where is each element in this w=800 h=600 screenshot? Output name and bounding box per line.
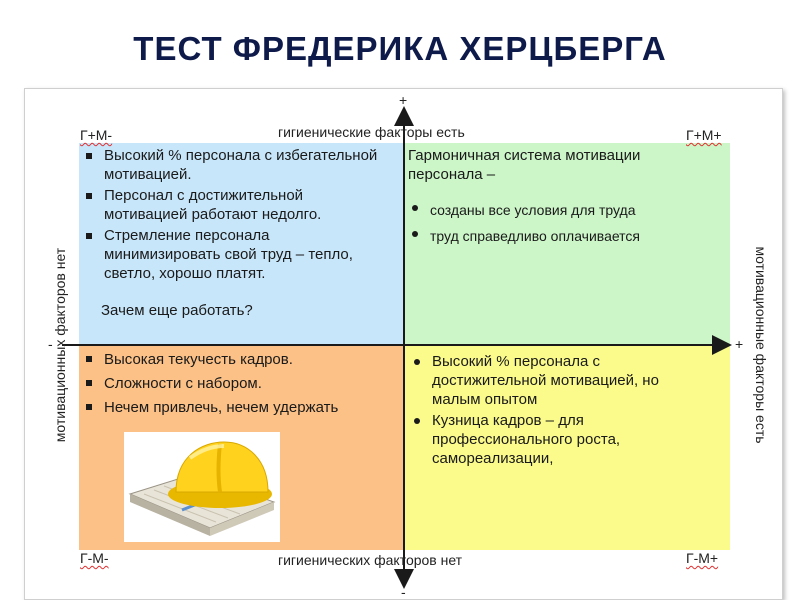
quadrant-top-right-heading: Гармоничная система мотивации персонала … <box>408 147 641 183</box>
list-item: созданы все условия для труда <box>408 198 718 222</box>
hard-hat-illustration <box>124 432 280 542</box>
page-title: ТЕСТ ФРЕДЕРИКА ХЕРЦБЕРГА <box>133 30 667 67</box>
right-axis-label: мотивационные факторы есть <box>753 246 769 444</box>
list-item: Сложности с набором. <box>82 373 402 395</box>
minus-bottom-sign: - <box>401 584 406 600</box>
quadrant-top-left-list: Высокий % персонала с избегательной моти… <box>82 146 382 285</box>
corner-label-top-right: Г+М+ <box>686 127 722 143</box>
minus-left-sign: - <box>48 336 53 352</box>
corner-label-bottom-right: Г-М+ <box>686 550 719 566</box>
plus-top-sign: + <box>399 92 408 108</box>
quadrant-top-left <box>79 143 404 345</box>
bottom-axis-label: гигиенических факторов нет <box>278 552 463 568</box>
list-item: Высокий % персонала с избегательной моти… <box>82 146 382 184</box>
quadrant-top-left-note: Зачем еще работать? <box>101 302 253 319</box>
hard-hat-icon <box>168 441 272 508</box>
corner-label-bottom-left: Г-М- <box>80 550 109 566</box>
plus-right-sign: + <box>735 336 744 352</box>
list-item: Высокий % персонала с достижительной мот… <box>410 352 700 409</box>
list-item: Персонал с достижительной мотивацией раб… <box>82 186 382 224</box>
quadrant-top-right-list: созданы все условия для труда труд справ… <box>408 198 718 250</box>
list-item: Высокая текучесть кадров. <box>82 349 402 371</box>
quadrant-bottom-left-list: Высокая текучесть кадров. Сложности с на… <box>82 349 402 421</box>
quadrant-bottom-right <box>404 345 730 550</box>
list-item: труд справедливо оплачивается <box>408 224 718 248</box>
list-item: Стремление персонала минимизировать свой… <box>82 226 382 283</box>
quadrant-bottom-right-list: Высокий % персонала с достижительной мот… <box>410 352 700 470</box>
list-item: Кузница кадров – для профессионального р… <box>410 411 700 468</box>
top-axis-label: гигиенические факторы есть <box>278 124 465 140</box>
quadrant-top-right <box>404 143 730 345</box>
left-axis-label: мотивационных факторов нет <box>52 247 68 443</box>
corner-label-top-left: Г+М- <box>80 127 113 143</box>
list-item: Нечем привлечь, нечем удержать <box>82 397 402 419</box>
